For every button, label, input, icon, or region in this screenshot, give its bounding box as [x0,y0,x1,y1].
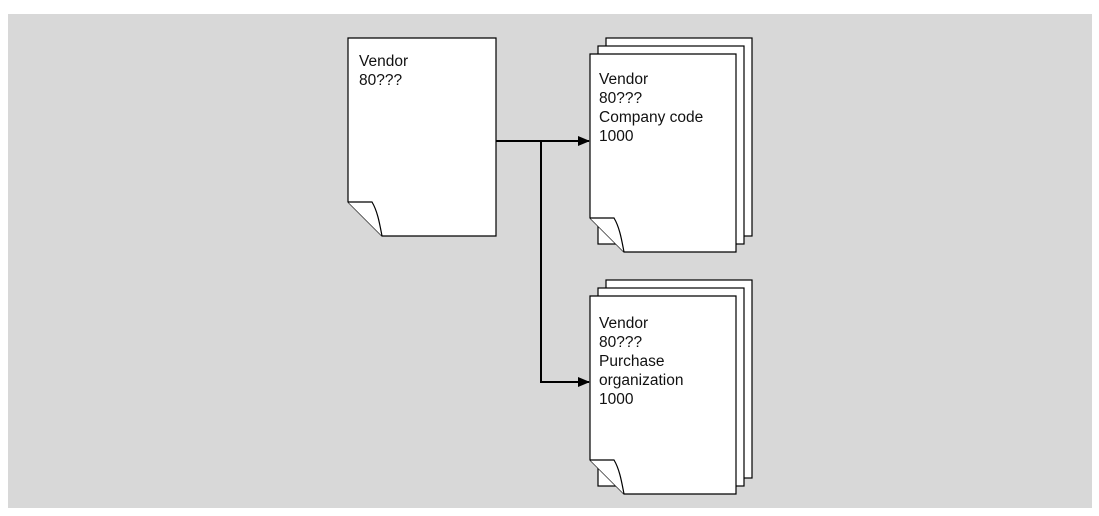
company-code-document-line: 80??? [599,90,643,107]
purchasing-document-text: Vendor 80??? Purchase organization 1000 [599,314,683,409]
purchasing-document-page [589,295,737,495]
purchasing-document-line: Purchase [599,353,665,370]
purchasing-document-stack [589,279,753,495]
source-document-text: Vendor 80??? [359,52,408,90]
source-document-line: 80??? [359,72,403,89]
purchasing-document-line: 1000 [599,391,634,408]
company-code-document-stack [589,37,753,253]
source-document-line: Vendor [359,53,409,70]
purchasing-document-dogear [590,459,625,495]
company-code-document-text: Vendor 80??? Company code 1000 [599,70,703,146]
company-code-document-line: 1000 [599,128,634,145]
company-code-document-line: Company code [599,109,704,126]
company-code-document-dogear [590,217,625,253]
company-code-document-line: Vendor [599,71,649,88]
source-document [347,37,497,237]
diagram-panel [8,14,1092,508]
purchasing-document-line: Vendor [599,315,649,332]
purchasing-document-line: organization [599,372,684,389]
source-document-page [347,37,497,237]
purchasing-document-line: 80??? [599,334,643,351]
connectors [496,136,590,387]
company-code-document-page [589,53,737,253]
source-document-dogear [348,201,383,237]
